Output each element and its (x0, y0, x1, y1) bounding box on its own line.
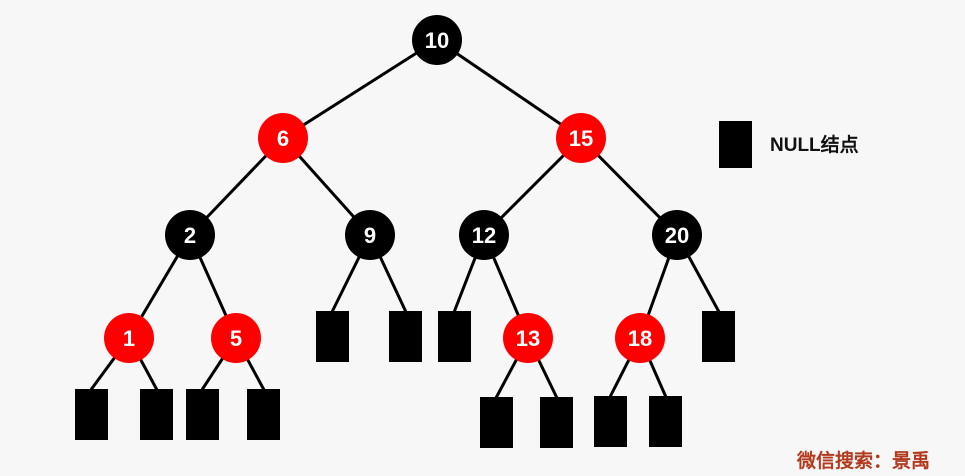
node-circle-5 (211, 313, 261, 363)
tree-node-13: 13 (503, 313, 553, 363)
node-label-2: 2 (184, 223, 196, 248)
node-circle-13 (503, 313, 553, 363)
edge-n10-n15 (435, 38, 583, 140)
tree-node-15: 15 (556, 113, 606, 163)
node-label-20: 20 (665, 223, 689, 248)
null-leaf-13-right (540, 397, 573, 448)
null-leaves-layer (75, 311, 735, 448)
node-label-12: 12 (472, 223, 496, 248)
node-circle-2 (165, 210, 215, 260)
node-label-15: 15 (569, 126, 593, 151)
null-leaf-1-left (75, 389, 108, 440)
node-circle-10 (412, 15, 462, 65)
tree-node-12: 12 (459, 210, 509, 260)
node-label-13: 13 (516, 326, 540, 351)
tree-node-2: 2 (165, 210, 215, 260)
null-leaf-1-right (140, 389, 173, 440)
null-leaf-13-left (480, 397, 513, 448)
node-circle-1 (104, 313, 154, 363)
null-leaf-5-left (186, 389, 219, 440)
null-leaf-12-left (438, 311, 471, 362)
node-label-1: 1 (123, 326, 135, 351)
node-circle-6 (258, 113, 308, 163)
watermark-text: 微信搜索：景禹 (796, 449, 930, 472)
tree-node-1: 1 (104, 313, 154, 363)
node-circle-9 (345, 210, 395, 260)
node-circle-18 (615, 313, 665, 363)
tree-node-18: 18 (615, 313, 665, 363)
tree-node-5: 5 (211, 313, 261, 363)
null-leaf-9-right (389, 311, 422, 362)
edge-n10-n6 (281, 38, 439, 140)
tree-node-20: 20 (652, 210, 702, 260)
legend: NULL结点 (719, 121, 859, 168)
node-circle-15 (556, 113, 606, 163)
null-leaf-18-left (594, 396, 627, 447)
null-leaf-18-right (649, 396, 682, 447)
null-leaf-20-right (702, 311, 735, 362)
node-label-10: 10 (425, 28, 449, 53)
tree-node-6: 6 (258, 113, 308, 163)
tree-node-10: 10 (412, 15, 462, 65)
node-circle-20 (652, 210, 702, 260)
node-label-5: 5 (230, 326, 242, 351)
null-leaf-9-left (316, 311, 349, 362)
node-label-9: 9 (364, 223, 376, 248)
tree-node-9: 9 (345, 210, 395, 260)
node-label-6: 6 (277, 126, 289, 151)
legend-null-label: NULL结点 (770, 133, 859, 156)
legend-null-swatch (719, 121, 752, 168)
node-circle-12 (459, 210, 509, 260)
null-leaf-5-right (247, 389, 280, 440)
node-label-18: 18 (628, 326, 652, 351)
